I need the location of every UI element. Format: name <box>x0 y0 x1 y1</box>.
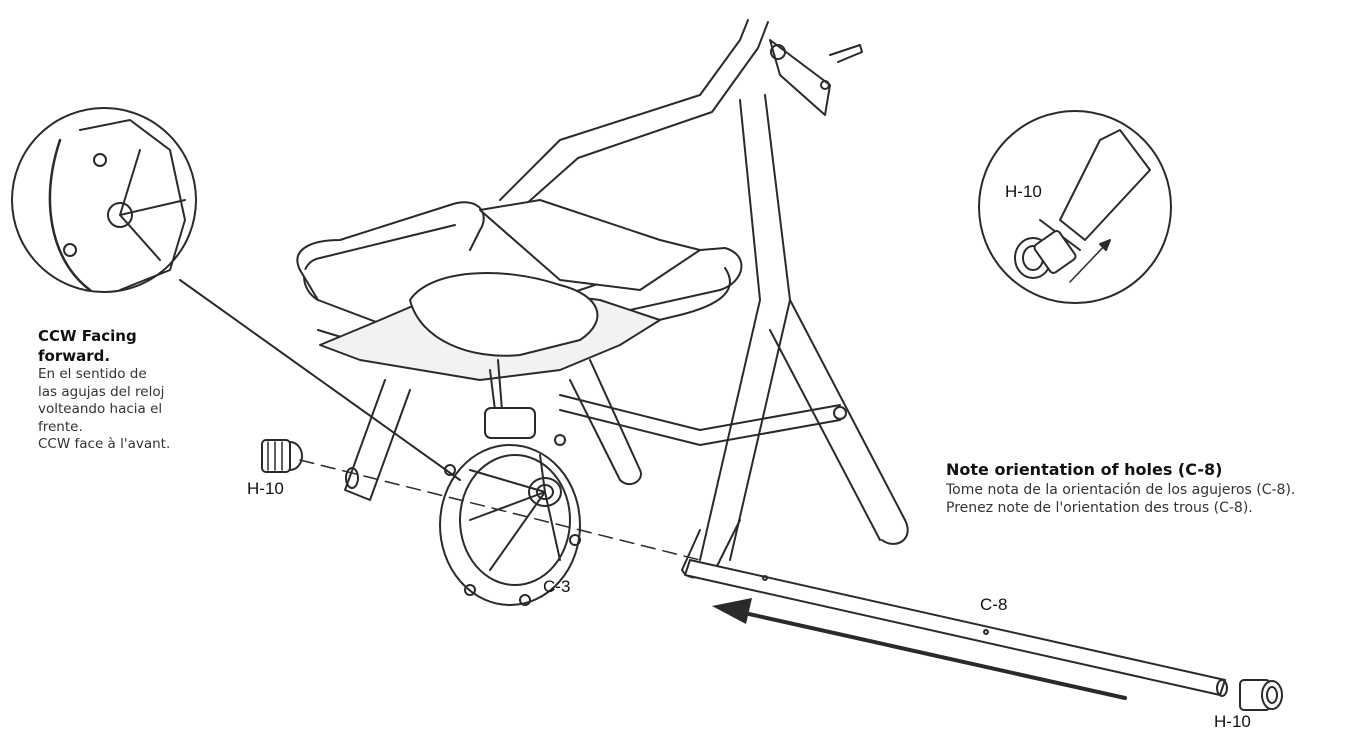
holes-note-line-es: Tome nota de la orientación de los aguje… <box>946 481 1296 498</box>
ccw-note-line: las agujas del reloj <box>38 383 165 400</box>
part-label-c3: C-3 <box>543 577 571 596</box>
callout-leader <box>179 279 461 481</box>
part-label-h10-left: H-10 <box>247 479 284 498</box>
ccw-note-line: volteando hacia el <box>38 401 163 418</box>
ccw-note-heading-1: CCW Facing <box>38 327 137 345</box>
ccw-note-line: frente. <box>38 418 83 435</box>
ccw-detail-callout <box>11 107 197 293</box>
ccw-note-line: CCW face à l'avant. <box>38 436 171 453</box>
ccw-note-line: En el sentido de <box>38 366 147 382</box>
ccw-facing-note: CCW Facing forward. En el sentido de las… <box>38 327 208 454</box>
holes-note-heading: Note orientation of holes (C-8) <box>946 460 1223 479</box>
h10-cap-left <box>261 439 303 473</box>
direction-arrow <box>712 598 1127 700</box>
h10-detail-callout <box>978 110 1172 304</box>
c8-rod <box>684 559 1228 697</box>
holes-orientation-note: Note orientation of holes (C-8) Tome not… <box>946 460 1356 517</box>
alignment-line <box>299 459 701 561</box>
part-label-h10-zoom: H-10 <box>1005 182 1042 201</box>
top-bracket <box>769 39 863 116</box>
h10-cap-right <box>1239 679 1283 711</box>
crossbar <box>559 394 847 446</box>
part-label-c8: C-8 <box>980 595 1008 614</box>
back-frame <box>499 19 909 579</box>
c3-wheel-hub <box>439 359 581 606</box>
seat-body <box>319 199 701 381</box>
ccw-note-heading-2: forward. <box>38 346 111 365</box>
part-label-h10-right: H-10 <box>1214 712 1251 731</box>
holes-note-line-fr: Prenez note de l'orientation des trous (… <box>946 499 1253 516</box>
